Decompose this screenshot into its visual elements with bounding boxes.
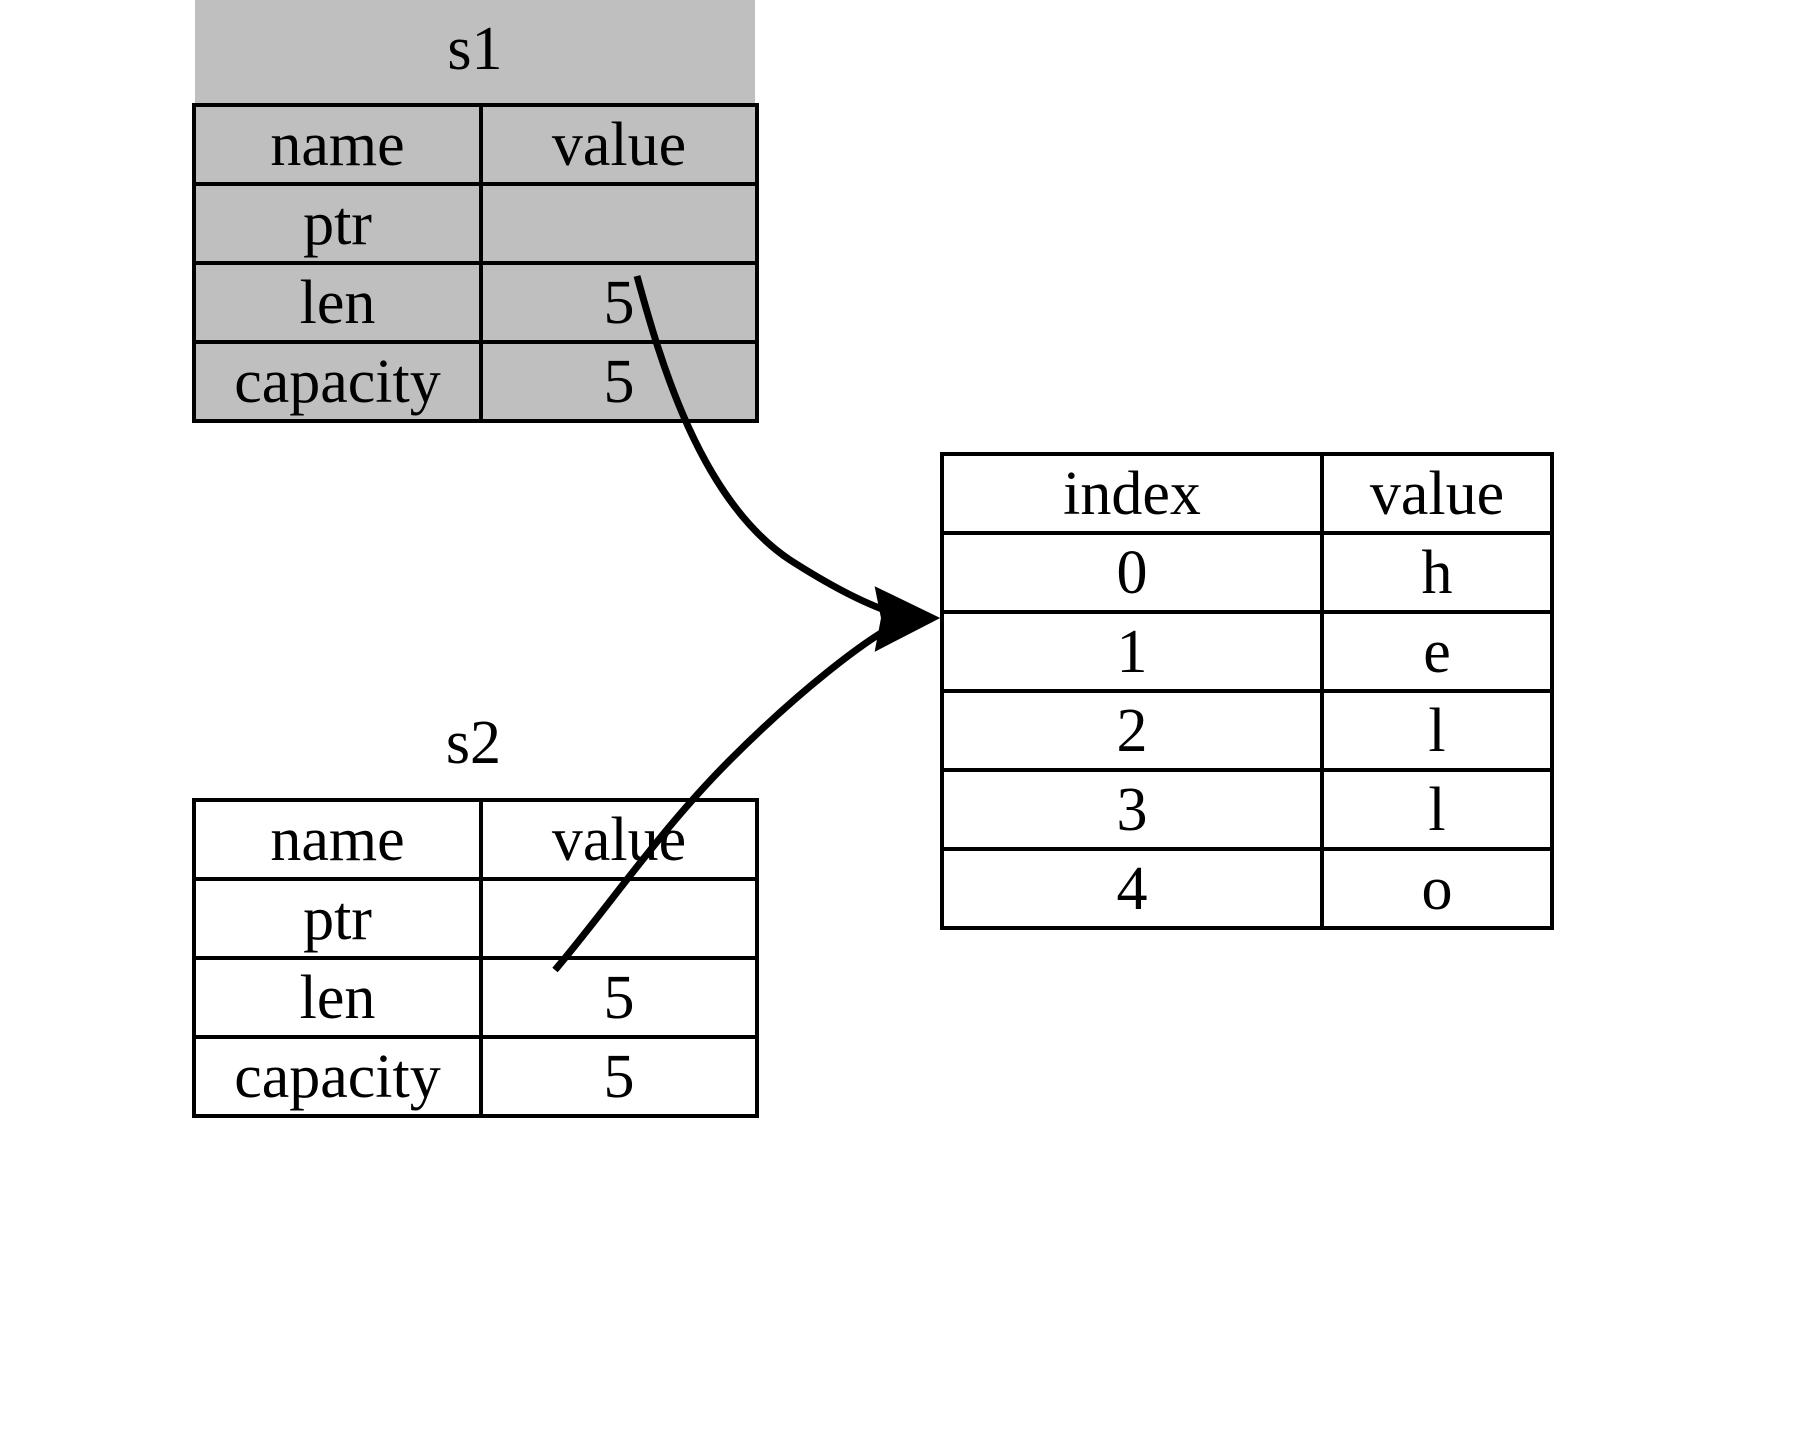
s1-cell-name-len: len — [192, 261, 483, 344]
s2-cell-name-len: len — [192, 956, 483, 1039]
heap-header-index: index — [940, 452, 1324, 535]
s2-cell-value-len: 5 — [479, 956, 759, 1039]
s1-title: s1 — [447, 15, 503, 83]
arrowhead-icon — [874, 586, 941, 652]
heap-cell-value-0: h — [1320, 531, 1554, 614]
s1-cell-value-capacity: 5 — [479, 340, 759, 423]
heap-cell-index-4: 4 — [940, 847, 1324, 930]
s2-header-row: name value — [192, 798, 759, 881]
s2-row-capacity: capacity 5 — [192, 1035, 759, 1118]
heap-cell-index-0: 0 — [940, 531, 1324, 614]
s1-table: name value ptr len 5 capacity 5 — [192, 103, 759, 423]
s2-row-ptr: ptr — [192, 877, 759, 960]
s2-cell-value-ptr — [479, 877, 759, 960]
s2-cell-name-ptr: ptr — [192, 877, 483, 960]
s2-row-len: len 5 — [192, 956, 759, 1039]
s2-title: s2 — [445, 709, 502, 777]
s1-row-len: len 5 — [192, 261, 759, 344]
heap-header-value: value — [1320, 452, 1554, 535]
s2-header-value: value — [479, 798, 759, 881]
heap-row-1: 1 e — [940, 610, 1554, 693]
s1-row-ptr: ptr — [192, 182, 759, 265]
heap-cell-index-2: 2 — [940, 689, 1324, 772]
s1-header-name: name — [192, 103, 483, 186]
heap-cell-index-1: 1 — [940, 610, 1324, 693]
s2-cell-name-capacity: capacity — [192, 1035, 483, 1118]
s1-cell-name-capacity: capacity — [192, 340, 483, 423]
s1-header-value: value — [479, 103, 759, 186]
s2-table: name value ptr len 5 capacity 5 — [192, 798, 759, 1118]
s2-cell-value-capacity: 5 — [479, 1035, 759, 1118]
heap-row-3: 3 l — [940, 768, 1554, 851]
heap-cell-index-3: 3 — [940, 768, 1324, 851]
heap-cell-value-4: o — [1320, 847, 1554, 930]
s1-shaded-backdrop — [195, 0, 755, 110]
heap-row-0: 0 h — [940, 531, 1554, 614]
heap-row-4: 4 o — [940, 847, 1554, 930]
heap-cell-value-1: e — [1320, 610, 1554, 693]
heap-table: index value 0 h 1 e 2 l 3 l 4 o — [940, 452, 1554, 930]
s1-cell-value-ptr — [479, 182, 759, 265]
s1-cell-name-ptr: ptr — [192, 182, 483, 265]
heap-cell-value-2: l — [1320, 689, 1554, 772]
s1-header-row: name value — [192, 103, 759, 186]
s1-cell-value-len: 5 — [479, 261, 759, 344]
s2-header-name: name — [192, 798, 483, 881]
heap-cell-value-3: l — [1320, 768, 1554, 851]
heap-header-row: index value — [940, 452, 1554, 535]
heap-row-2: 2 l — [940, 689, 1554, 772]
s1-row-capacity: capacity 5 — [192, 340, 759, 423]
